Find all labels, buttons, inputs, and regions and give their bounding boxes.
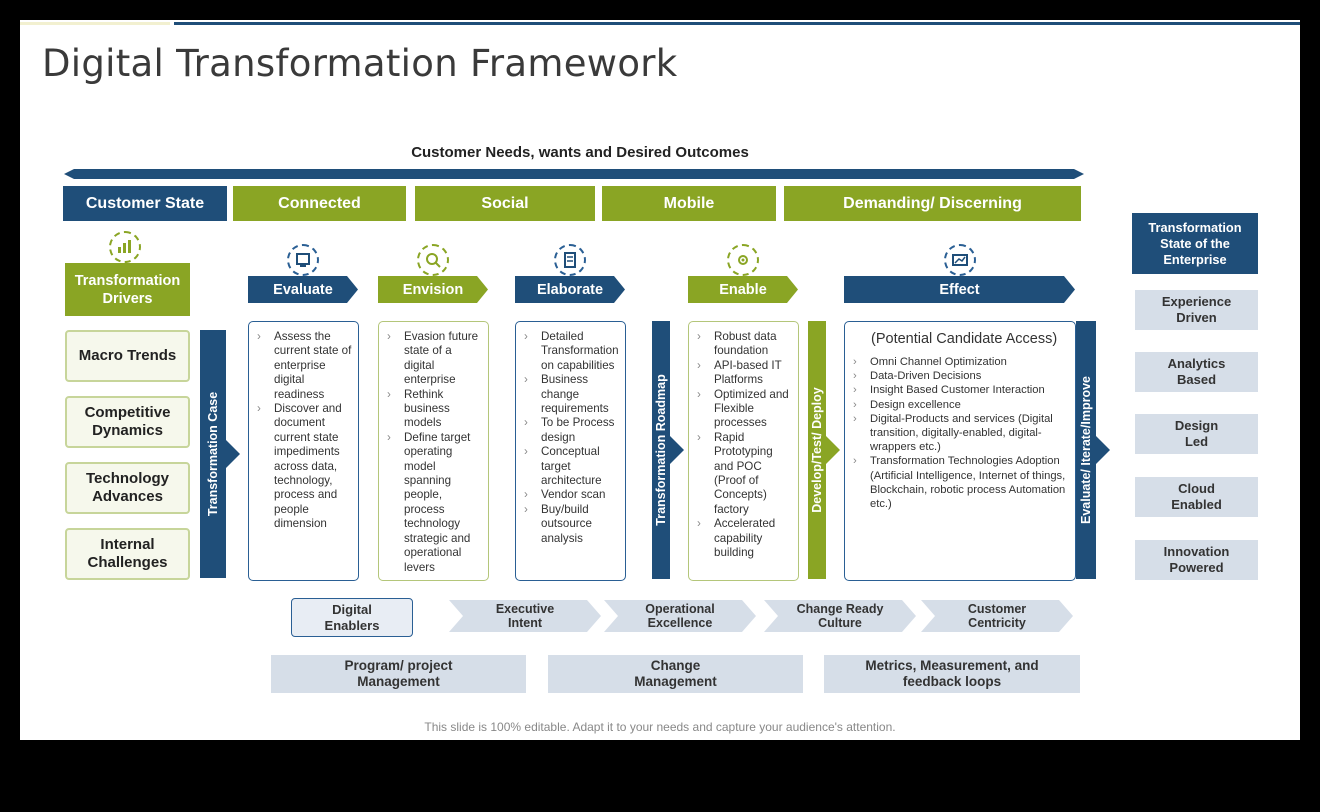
envision-bullet: Define target operating model spanning p… xyxy=(385,431,484,575)
effect-bullet: Omni Channel Optimization xyxy=(851,355,1069,369)
elaborate-bullet: Conceptual target architecture xyxy=(522,445,621,488)
phase-effect: Effect xyxy=(844,276,1075,303)
elaborate-bullet: Business change requirements xyxy=(522,373,621,416)
enabler-customer-centricity: Customer Centricity xyxy=(921,600,1073,632)
footer-note: This slide is 100% editable. Adapt it to… xyxy=(424,720,896,734)
driver-macro-trends: Macro Trends xyxy=(65,330,190,382)
elaborate-bullet: To be Process design xyxy=(522,416,621,445)
effect-bullet: Insight Based Customer Interaction xyxy=(851,383,1069,397)
enable-panel: Robust data foundationAPI-based IT Platf… xyxy=(688,321,799,581)
transformation-case-bar: Transformation Case xyxy=(200,330,242,578)
evaluate-panel: Assess the current state of enterprise d… xyxy=(248,321,359,581)
state-of-enterprise-heading: Transformation State of the Enterprise xyxy=(1132,213,1258,274)
envision-icon xyxy=(417,244,449,276)
enable-bullet: API-based IT Platforms xyxy=(695,359,794,388)
state-experience-driven: Experience Driven xyxy=(1135,290,1258,330)
evaluate-icon xyxy=(287,244,319,276)
top-rule-accent xyxy=(20,22,170,25)
state-demanding: Demanding/ Discerning xyxy=(784,186,1081,221)
customer-state-label: Customer State xyxy=(63,186,227,221)
driver-technology-advances: Technology Advances xyxy=(65,462,190,514)
envision-list: Evasion future state of a digital enterp… xyxy=(385,330,484,575)
enabler-executive-intent: Executive Intent xyxy=(449,600,601,632)
phase-evaluate: Evaluate xyxy=(248,276,358,303)
evaluate-bullet: Discover and document current state impe… xyxy=(255,402,354,532)
banner-label: Customer Needs, wants and Desired Outcom… xyxy=(411,144,749,161)
enabler-operational-excellence: Operational Excellence xyxy=(604,600,756,632)
state-innovation-powered: Innovation Powered xyxy=(1135,540,1258,580)
page-title: Digital Transformation Framework xyxy=(42,42,678,85)
transformation-roadmap-label: Transformation Roadmap xyxy=(654,374,668,526)
change-management: Change Management xyxy=(548,655,803,693)
evaluate-iterate-improve-bar: Evaluate/ Iterate/Improve xyxy=(1076,321,1112,579)
driver-internal-challenges: Internal Challenges xyxy=(65,528,190,580)
effect-list: Omni Channel OptimizationData-Driven Dec… xyxy=(851,355,1069,511)
evaluate-bullet: Assess the current state of enterprise d… xyxy=(255,330,354,402)
transformation-case-label: Transformation Case xyxy=(206,391,220,517)
elaborate-panel: Detailed Transformation on capabilitiesB… xyxy=(515,321,626,581)
effect-bullet: Transformation Technologies Adoption (Ar… xyxy=(851,454,1069,511)
evaluate-list: Assess the current state of enterprise d… xyxy=(255,330,354,532)
transformation-roadmap-bar: Transformation Roadmap xyxy=(652,321,686,579)
envision-bullet: Rethink business models xyxy=(385,388,484,431)
state-mobile: Mobile xyxy=(602,186,776,221)
slide: Digital Transformation Framework Custome… xyxy=(20,20,1300,740)
phase-envision: Envision xyxy=(378,276,488,303)
enable-bullet: Rapid Prototyping and POC (Proof of Conc… xyxy=(695,431,794,517)
top-rule xyxy=(174,22,1300,25)
enable-bullet: Accelerated capability building xyxy=(695,517,794,560)
effect-subtitle: (Potential Candidate Access) xyxy=(871,331,1058,347)
driver-competitive-dynamics: Competitive Dynamics xyxy=(65,396,190,448)
digital-enablers-label: Digital Enablers xyxy=(291,598,413,637)
state-design-led: Design Led xyxy=(1135,414,1258,454)
develop-test-deploy-bar: Develop/Test/ Deploy xyxy=(808,321,842,579)
effect-bullet: Digital-Products and services (Digital t… xyxy=(851,412,1069,455)
elaborate-list: Detailed Transformation on capabilitiesB… xyxy=(522,330,621,546)
effect-bullet: Data-Driven Decisions xyxy=(851,369,1069,383)
state-cloud-enabled: Cloud Enabled xyxy=(1135,477,1258,517)
elaborate-icon xyxy=(554,244,586,276)
metrics-measurement: Metrics, Measurement, and feedback loops xyxy=(824,655,1080,693)
double-arrow xyxy=(64,169,1084,179)
enable-icon xyxy=(727,244,759,276)
enable-bullet: Robust data foundation xyxy=(695,330,794,359)
drivers-icon xyxy=(109,231,141,263)
enabler-change-ready-culture: Change Ready Culture xyxy=(764,600,916,632)
effect-panel: (Potential Candidate Access) Omni Channe… xyxy=(844,321,1076,581)
state-analytics-based: Analytics Based xyxy=(1135,352,1258,392)
enable-bullet: Optimized and Flexible processes xyxy=(695,388,794,431)
state-social: Social xyxy=(415,186,595,221)
elaborate-bullet: Buy/build outsource analysis xyxy=(522,503,621,546)
phase-elaborate: Elaborate xyxy=(515,276,625,303)
evaluate-iterate-improve-label: Evaluate/ Iterate/Improve xyxy=(1079,376,1093,524)
phase-enable: Enable xyxy=(688,276,798,303)
drivers-heading: Transformation Drivers xyxy=(65,263,190,316)
develop-test-deploy-label: Develop/Test/ Deploy xyxy=(810,387,824,513)
program-management: Program/ project Management xyxy=(271,655,526,693)
envision-bullet: Evasion future state of a digital enterp… xyxy=(385,330,484,388)
elaborate-bullet: Detailed Transformation on capabilities xyxy=(522,330,621,373)
enable-list: Robust data foundationAPI-based IT Platf… xyxy=(695,330,794,561)
state-connected: Connected xyxy=(233,186,406,221)
elaborate-bullet: Vendor scan xyxy=(522,488,621,503)
effect-bullet: Design excellence xyxy=(851,398,1069,412)
effect-icon xyxy=(944,244,976,276)
envision-panel: Evasion future state of a digital enterp… xyxy=(378,321,489,581)
